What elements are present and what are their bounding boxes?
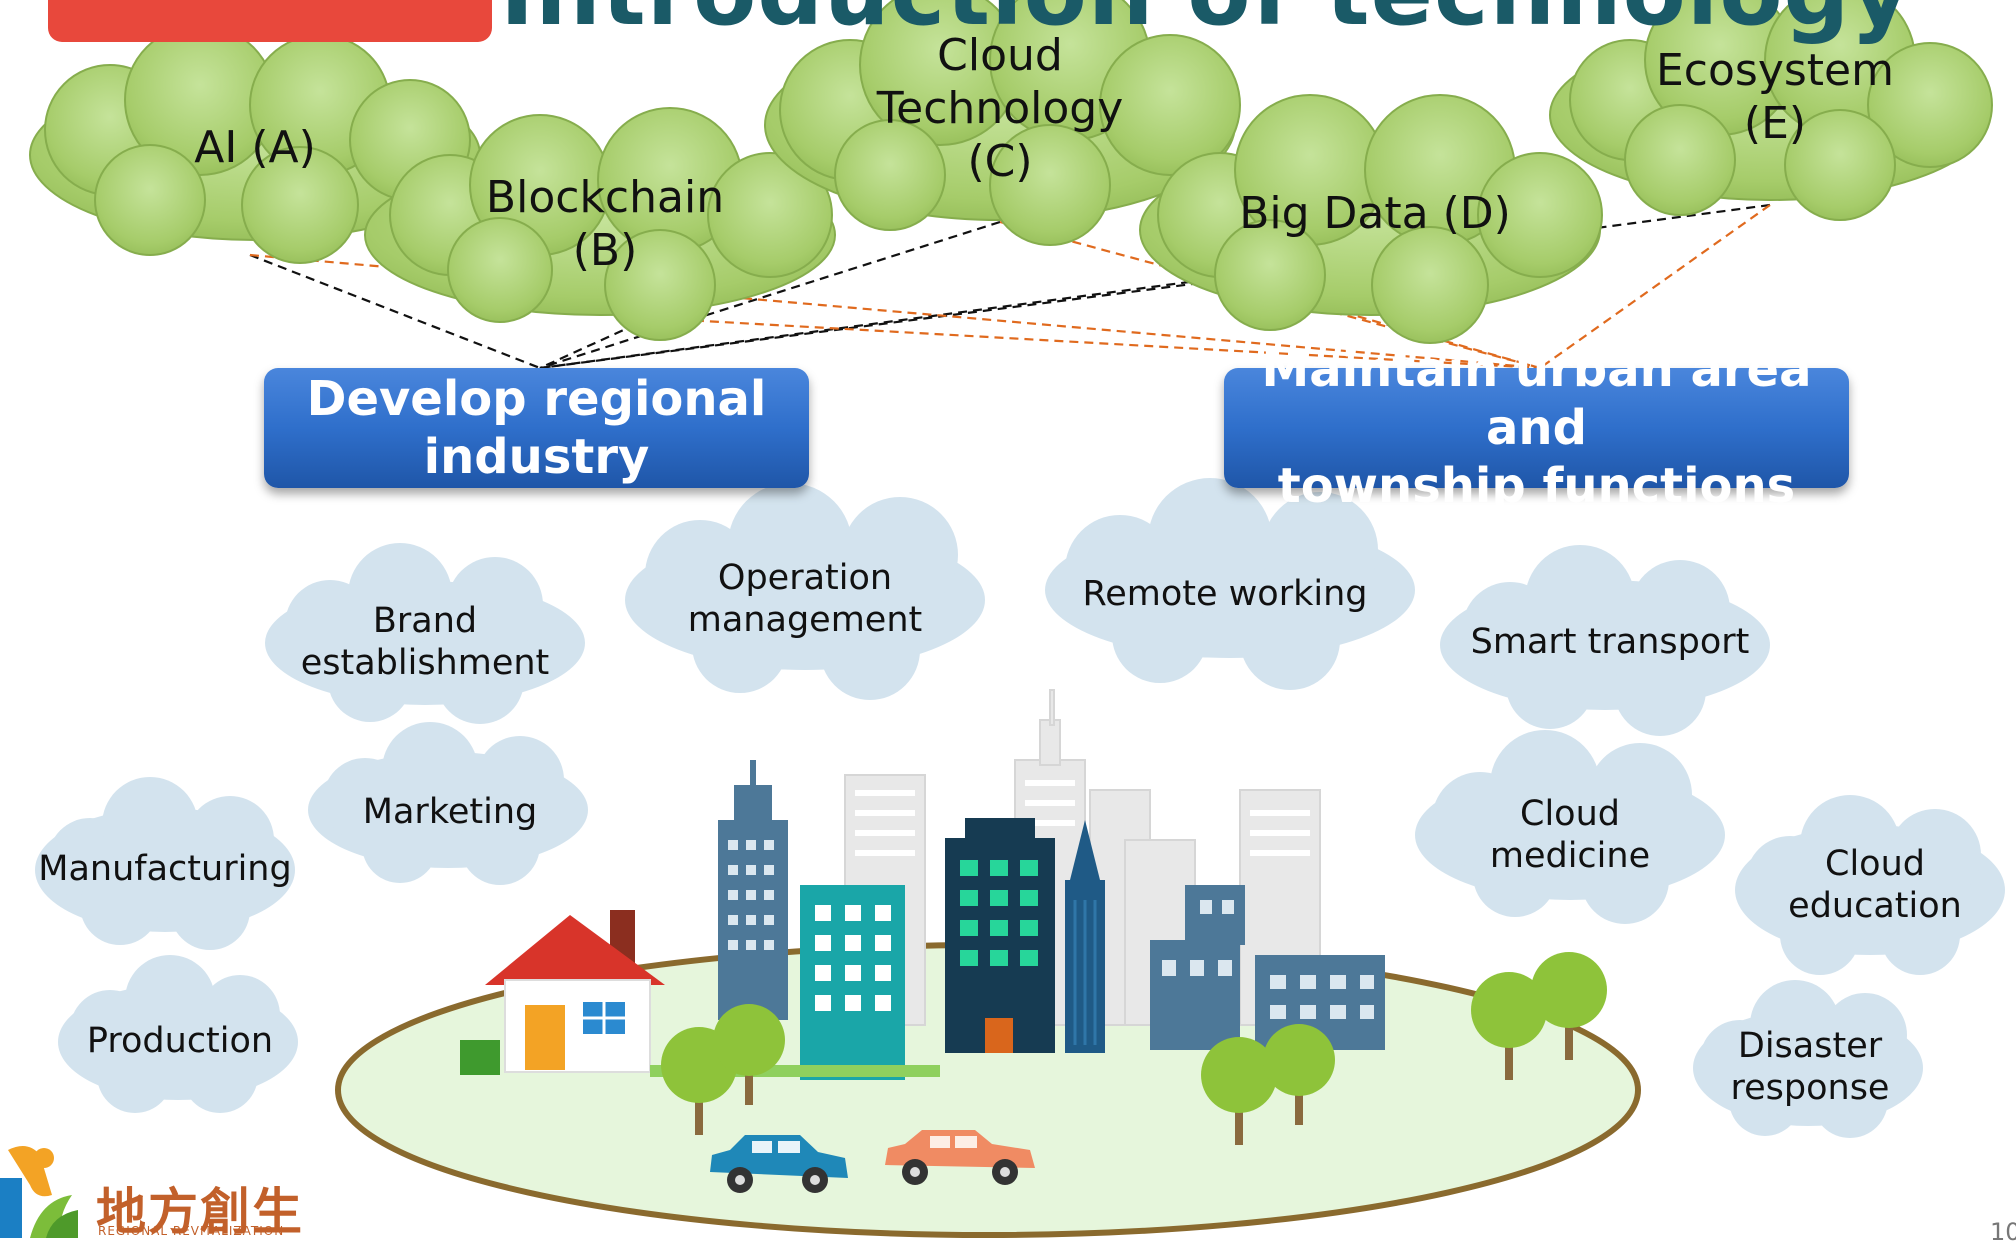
tech-cloud-shapes	[29, 0, 1993, 344]
app-cloud-manufacturing-shape	[35, 777, 295, 950]
app-production: Production	[86, 1021, 274, 1061]
app-smart-transport: Smart transport	[1470, 622, 1750, 662]
orange-car	[885, 1130, 1035, 1185]
connector-blockchain-right	[649, 316, 1541, 370]
tech-cloud-ai: AI (A)	[194, 122, 316, 173]
app-cloud-medicine-shape	[1415, 730, 1725, 924]
app-cloud-disaster-shape	[1693, 980, 1923, 1138]
tech-cloud-ecosystem: Ecosystem (E)	[1656, 45, 1894, 149]
tech-cloud-cloud-technology: Cloud Technology (C)	[876, 30, 1124, 187]
connector-ai-left	[249, 253, 541, 370]
app-cloud-medicine: Cloud medicine	[1489, 794, 1651, 876]
tech-cloud-ai-shape	[29, 24, 481, 264]
app-cloud-brand-shape	[265, 543, 585, 724]
app-cloud-shapes	[35, 478, 2005, 1138]
tech-cloud-blockchain: Blockchain (B)	[485, 172, 725, 276]
app-cloud-production-shape	[58, 955, 298, 1113]
app-cloud-marketing-shape	[308, 722, 588, 885]
logo-name: 地方創生	[96, 1182, 304, 1241]
goal-box-left: Develop regional industry	[264, 368, 809, 488]
app-cloud-operation-shape	[625, 483, 985, 700]
header-badge	[48, 0, 492, 42]
logo-mark	[0, 1146, 78, 1238]
tech-cloud-bigdata-shape	[1139, 94, 1603, 344]
tech-cloud-big-data: Big Data (D)	[1239, 188, 1511, 239]
app-cloud-education-shape	[1735, 795, 2005, 975]
app-operation-management: Operation management	[687, 558, 923, 640]
trees	[661, 952, 1607, 1145]
app-disaster-response: Disaster response	[1730, 1026, 1890, 1108]
logo-subtitle: REGIONAL REVITALIZATION	[98, 1224, 285, 1238]
app-marketing: Marketing	[362, 792, 538, 832]
blue-car	[710, 1135, 848, 1193]
goal-box-right: Maintain urban area and township functio…	[1224, 342, 1849, 514]
connector-cloudtech-left	[539, 220, 1001, 370]
connector-bigdata-left	[539, 281, 1201, 370]
tech-cloud-cloudtech-shape	[764, 0, 1241, 246]
tech-cloud-ecosystem-shape	[1549, 0, 1993, 221]
app-brand-establishment: Brand establishment	[300, 601, 550, 683]
connector-ecosystem-right	[1539, 204, 1771, 369]
city-illustration	[335, 689, 1641, 1238]
page-title: Introduction of technology	[500, 0, 1911, 48]
app-cloud-remote-shape	[1045, 478, 1415, 690]
app-manufacturing: Manufacturing	[38, 849, 292, 889]
page-number: 10	[1990, 1218, 2016, 1246]
app-remote-working: Remote working	[1082, 574, 1368, 614]
connector-cloudtech-right	[999, 220, 1541, 370]
connector-ecosystem-left	[539, 203, 1771, 370]
tech-cloud-blockchain-shape	[364, 107, 836, 341]
app-cloud-education: Cloud education	[1788, 844, 1962, 926]
app-cloud-transport-shape	[1440, 545, 1770, 736]
